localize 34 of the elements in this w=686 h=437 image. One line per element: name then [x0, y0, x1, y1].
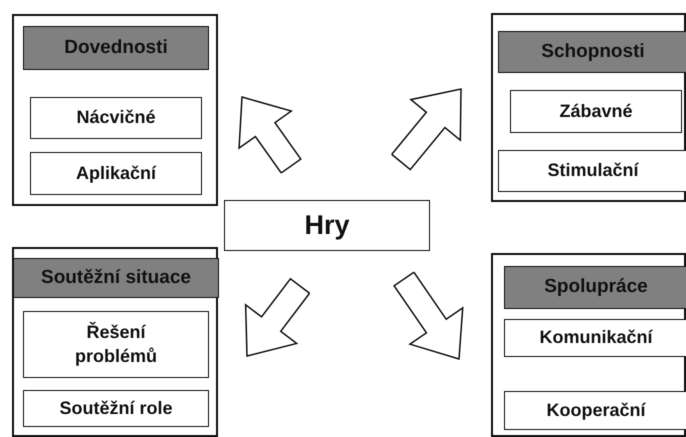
- item-box: [30, 97, 202, 139]
- item-label: Kooperační: [546, 398, 646, 422]
- category-header: [23, 26, 209, 70]
- header-label: Spolupráce: [544, 275, 648, 300]
- group-panel: [491, 13, 686, 202]
- item-label: Hry: [304, 208, 350, 242]
- item-label: Nácvičné: [76, 106, 156, 130]
- category-header: [504, 266, 686, 309]
- item-box: [498, 150, 686, 192]
- group-panel: [491, 253, 686, 437]
- item-box: [504, 391, 686, 430]
- group-panel: [12, 14, 218, 206]
- item-box: [504, 319, 686, 357]
- item-label: Stimulační: [547, 159, 639, 182]
- header-label: Dovednosti: [64, 36, 168, 60]
- item-box: [23, 390, 209, 427]
- group-panel: [12, 247, 218, 437]
- block-arrow: [244, 278, 311, 357]
- item-label: Zábavné: [559, 100, 633, 123]
- block-arrow: [238, 96, 302, 174]
- item-label: Řešení problémů: [74, 321, 158, 368]
- block-arrow: [393, 271, 464, 360]
- item-label: Komunikační: [539, 326, 653, 350]
- item-label: Aplikační: [76, 162, 156, 185]
- item-box: [23, 311, 209, 378]
- header-label: Soutěžní situace: [41, 266, 191, 290]
- category-header: [498, 31, 686, 73]
- item-label: Soutěžní role: [59, 396, 172, 420]
- item-box: [510, 90, 682, 133]
- category-header: [13, 258, 219, 298]
- item-box: [30, 152, 202, 195]
- block-arrow: [390, 88, 462, 171]
- header-label: Schopnosti: [541, 40, 645, 64]
- central-box: [224, 200, 430, 251]
